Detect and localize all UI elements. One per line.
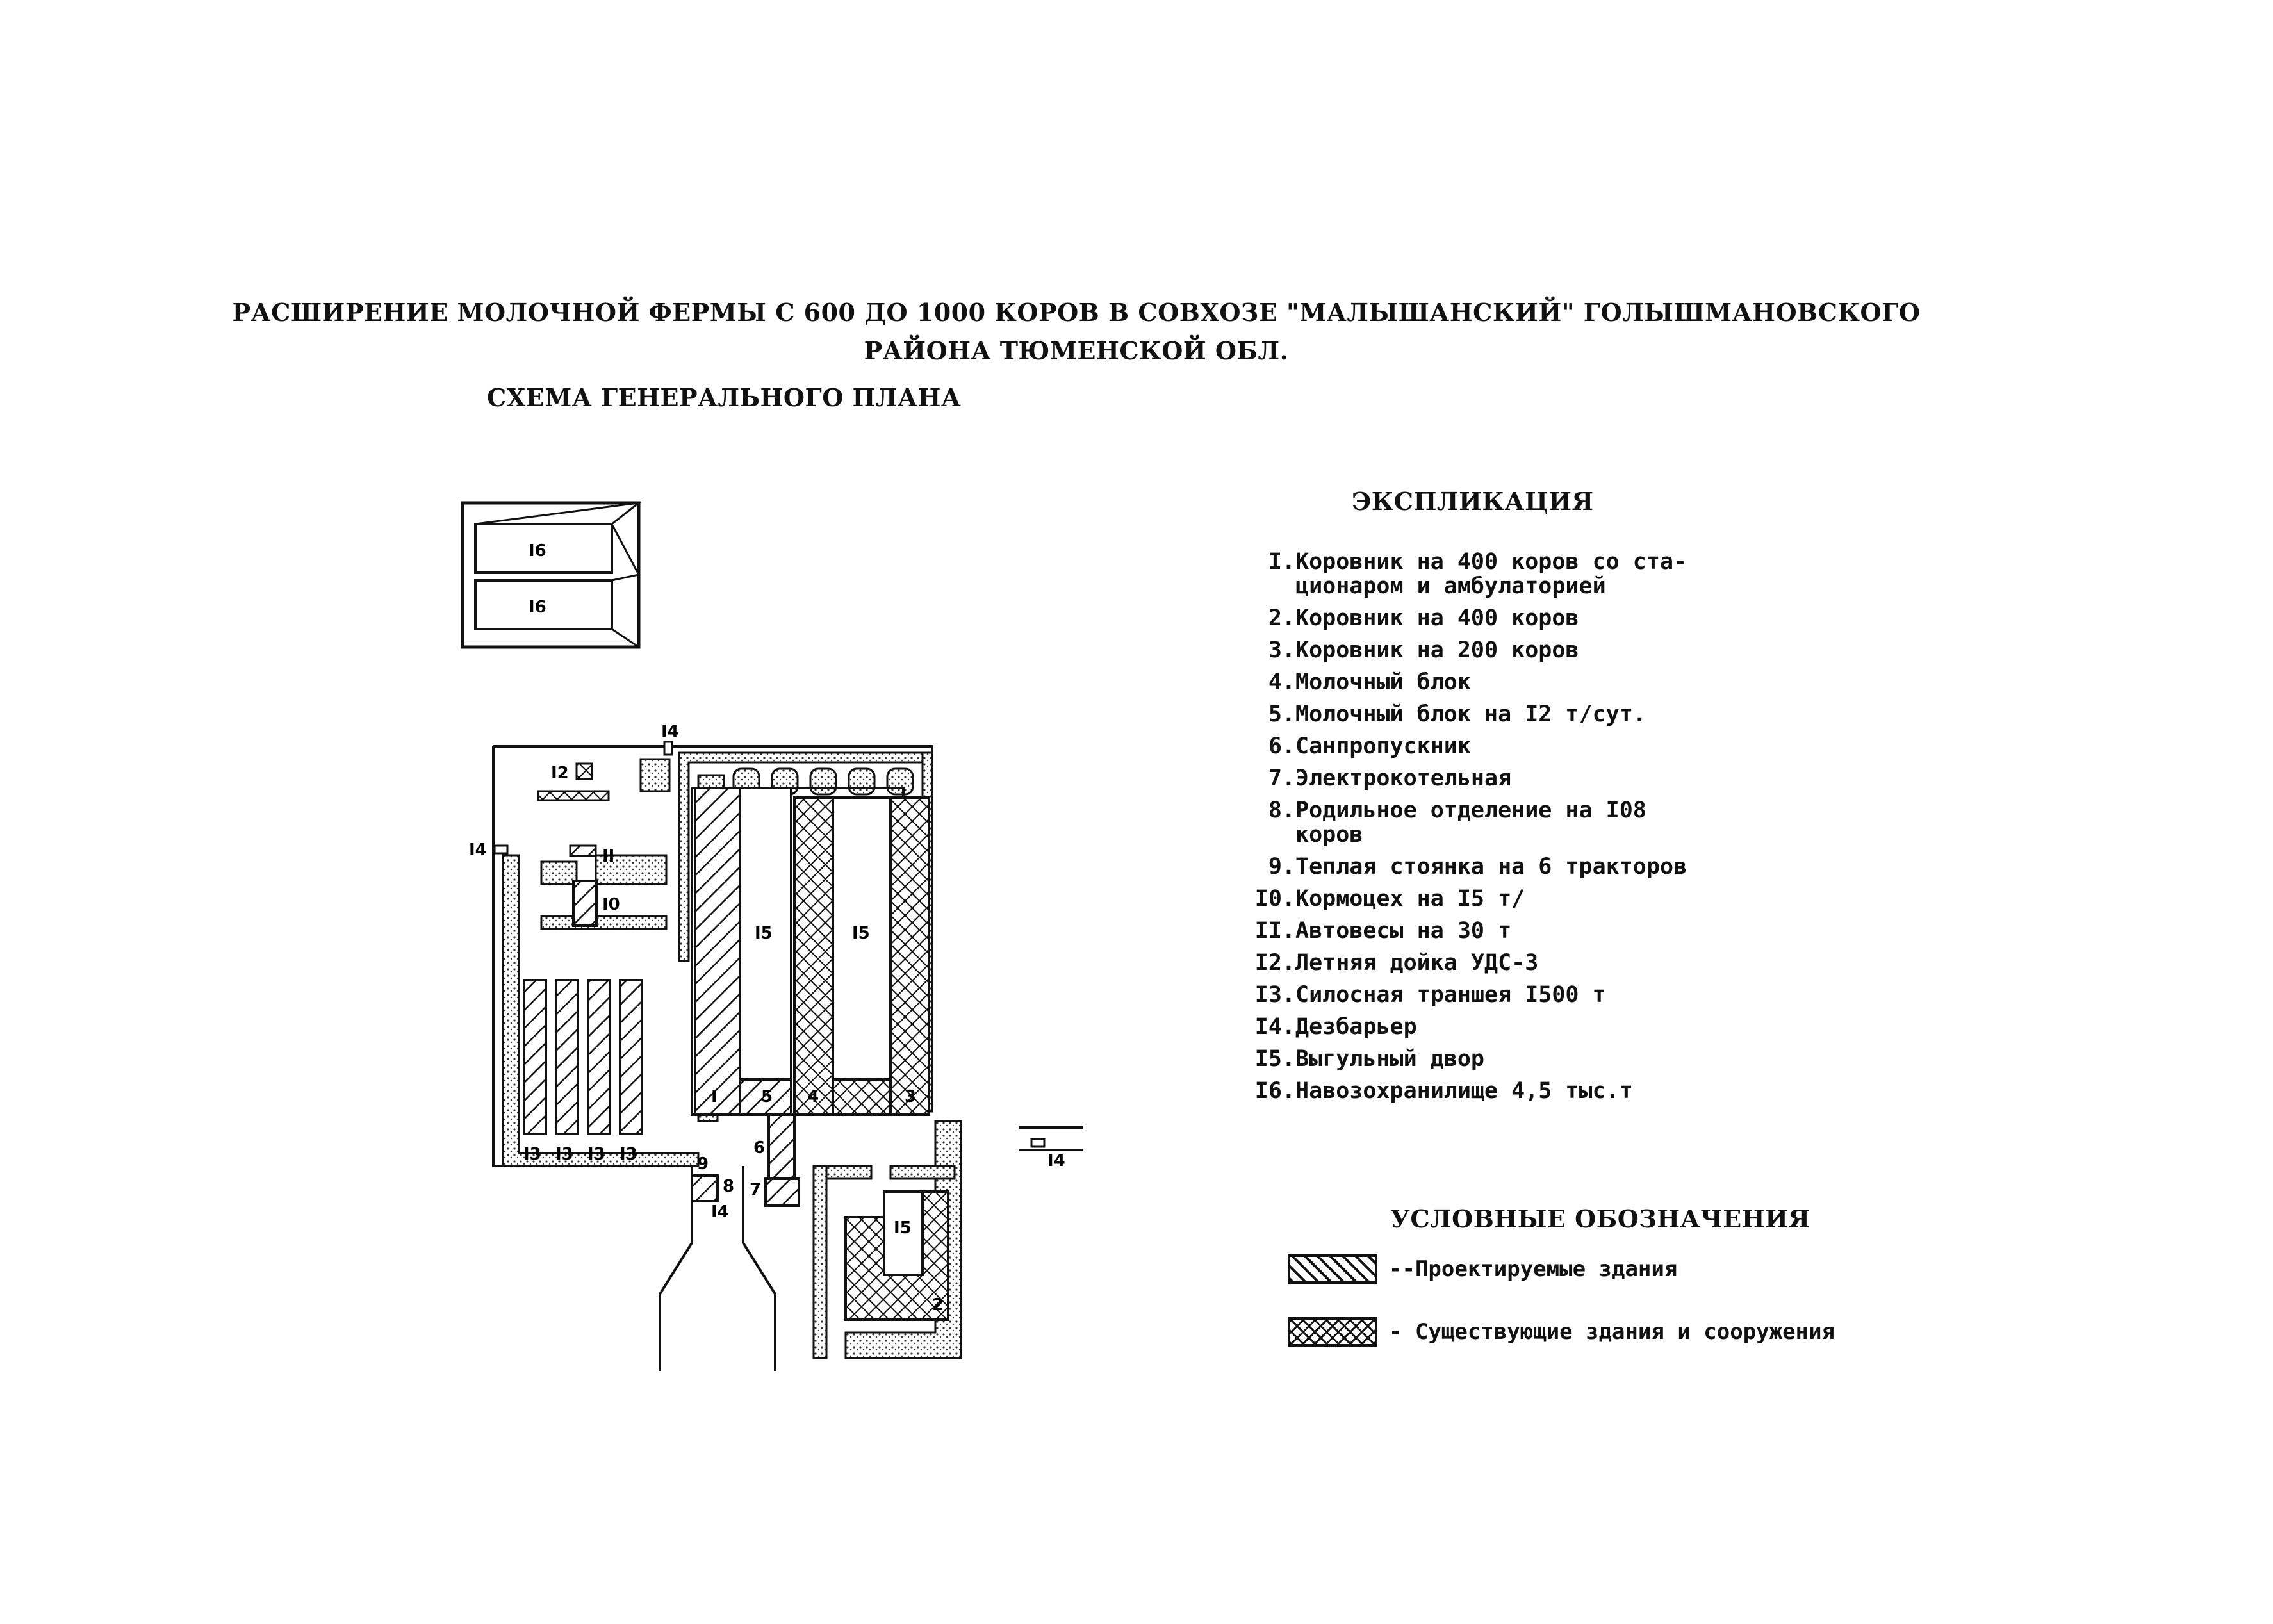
legend-item-number: I4. (1254, 1014, 1295, 1040)
label-b1: I (711, 1087, 718, 1106)
legend-item: I4.Дезбарьер (1249, 1015, 1749, 1039)
legend-item: II.Автовесы на 30 т (1249, 919, 1749, 943)
legend-item: I6.Навозохранилище 4,5 тыс.т (1249, 1079, 1749, 1103)
label-b13-2: I3 (555, 1145, 573, 1164)
legend-item-text: Теплая стоянка на 6 тракторов (1295, 854, 1687, 880)
legend-item-number: 5. (1268, 701, 1295, 727)
label-b10: I0 (602, 895, 620, 914)
maternity-section: I5 2 (844, 1190, 949, 1321)
legend-item: 6.Санпропускник (1249, 734, 1749, 759)
legend-item-text: Дезбарьер (1295, 1014, 1417, 1040)
legend-item-number: 9. (1268, 854, 1295, 880)
legend-item-number: I3. (1254, 982, 1295, 1008)
legend-item-text: Коровник на 200 коров (1295, 637, 1579, 663)
legend-item: 5.Молочный блок на I2 т/сут. (1249, 702, 1749, 726)
label-b2: 2 (932, 1295, 944, 1315)
legend-item-text: Выгульный двор (1295, 1046, 1485, 1072)
legend-item: 2.Коровник на 400 коров (1249, 606, 1749, 630)
label-b16-bottom: I6 (529, 598, 546, 617)
legend-item-number: 4. (1268, 669, 1295, 695)
legend-item-number: I2. (1254, 950, 1295, 976)
legend-item: I.Коровник на 400 коров со ста- ционаром… (1249, 550, 1749, 598)
silage-trenches: I3 I3 I3 I3 (523, 979, 643, 1164)
symbol-projected: --Проектируемые здания (1288, 1254, 1677, 1284)
legend-item: I2.Летняя дойка УДС-3 (1249, 951, 1749, 975)
legend-item: I3.Силосная траншея I500 т (1249, 983, 1749, 1007)
label-b13-1: I3 (523, 1145, 541, 1164)
existing-hatch-swatch (1288, 1317, 1377, 1347)
site-plan: I6 I6 I3 I3 (461, 501, 1083, 1371)
legend-item: 8.Родильное отделение на I08 коров (1249, 798, 1749, 847)
legend-item: 3.Коровник на 200 коров (1249, 638, 1749, 662)
label-b14-right: I4 (1047, 1151, 1065, 1170)
legend-item-number: II. (1254, 918, 1295, 944)
title-line-1: РАСШИРЕНИЕ МОЛОЧНОЙ ФЕРМЫ С 600 ДО 1000 … (232, 298, 1921, 327)
tractor-parking: 9 8 (691, 1154, 734, 1202)
plan-subtitle: СХЕМА ГЕНЕРАЛЬНОГО ПЛАНА (487, 383, 962, 412)
label-b3: 3 (905, 1087, 916, 1106)
label-b13-3: I3 (587, 1145, 605, 1164)
legend-item-number: 8. (1268, 798, 1295, 823)
legend-item-number: 3. (1268, 637, 1295, 663)
legend-item-number: I6. (1254, 1078, 1295, 1104)
projected-hatch-swatch (1288, 1254, 1377, 1284)
legend-item: I5.Выгульный двор (1249, 1047, 1749, 1071)
legend-item-number: 7. (1268, 766, 1295, 791)
legend-heading: ЭКСПЛИКАЦИЯ (1352, 487, 1594, 516)
legend-item-text: Молочный блок на I2 т/сут. (1295, 701, 1646, 727)
label-b15-left: I5 (755, 924, 773, 943)
legend-item-text: Родильное отделение на I08 коров (1295, 798, 1646, 848)
main-cowsheds: I5 I5 I 5 4 3 (691, 787, 930, 1116)
label-b16-top: I6 (529, 541, 546, 561)
label-b11: II (602, 847, 614, 866)
document-title: РАСШИРЕНИЕ МОЛОЧНОЙ ФЕРМЫ С 600 ДО 1000 … (0, 293, 2153, 370)
projected-label: --Проектируемые здания (1389, 1256, 1678, 1282)
legend-item-text: Кормоцех на I5 т/ (1295, 886, 1525, 912)
symbol-existing: - Существующие здания и сооружения (1288, 1317, 1835, 1347)
label-b12: I2 (551, 764, 569, 783)
legend-list: I.Коровник на 400 коров со ста- ционаром… (1249, 550, 1749, 1111)
legend-item-text: Навозохранилище 4,5 тыс.т (1295, 1078, 1633, 1104)
label-b5: 5 (761, 1087, 773, 1106)
legend-item-number: 6. (1268, 734, 1295, 759)
checkpoint-boiler: 6 7 (750, 1113, 800, 1207)
manure-storage: I6 I6 (461, 501, 643, 649)
legend-item: 7.Электрокотельная (1249, 766, 1749, 791)
label-b14-bottom: I4 (711, 1202, 729, 1222)
title-line-2: РАЙОНА ТЮМЕНСКОЙ ОБЛ. (864, 336, 1289, 365)
legend-item: I0.Кормоцех на I5 т/ (1249, 887, 1749, 911)
legend-item-text: Коровник на 400 коров со ста- ционаром и… (1295, 549, 1687, 599)
legend-item-text: Санпропускник (1295, 734, 1471, 759)
legend-item-text: Коровник на 400 коров (1295, 605, 1579, 631)
legend-item-number: I0. (1254, 886, 1295, 912)
legend-item-text: Силосная траншея I500 т (1295, 982, 1606, 1008)
legend-item: 9.Теплая стоянка на 6 тракторов (1249, 855, 1749, 879)
legend-item-number: I. (1268, 549, 1295, 575)
label-b6: 6 (753, 1138, 765, 1158)
small-buildings: I2 II I0 (537, 762, 620, 927)
legend-item-text: Летняя дойка УДС-3 (1295, 950, 1539, 976)
label-b8: 8 (723, 1177, 734, 1196)
legend-item-text: Электрокотельная (1295, 766, 1512, 791)
legend-item-number: 2. (1268, 605, 1295, 631)
existing-label: - Существующие здания и сооружения (1389, 1319, 1835, 1345)
legend-item: 4.Молочный блок (1249, 670, 1749, 694)
label-b4: 4 (807, 1087, 819, 1106)
disinfection-barriers: I4 I4 I4 I4 (469, 722, 1065, 1222)
label-b13-4: I3 (620, 1145, 637, 1164)
label-b15-right: I5 (852, 924, 870, 943)
label-b14-left: I4 (469, 841, 487, 860)
legend-item-number: I5. (1254, 1046, 1295, 1072)
label-b9: 9 (697, 1154, 709, 1174)
label-b15-lower: I5 (894, 1218, 912, 1238)
legend-item-text: Молочный блок (1295, 669, 1471, 695)
legend-item-text: Автовесы на 30 т (1295, 918, 1512, 944)
label-b7: 7 (750, 1180, 761, 1199)
label-b14-top: I4 (661, 722, 679, 741)
symbols-heading: УСЛОВНЫЕ ОБОЗНАЧЕНИЯ (1390, 1204, 1810, 1233)
